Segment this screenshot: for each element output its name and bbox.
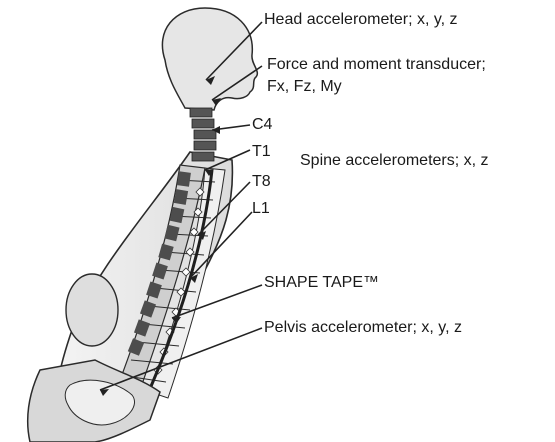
label-spine-accelerometers: Spine accelerometers; x, z (300, 151, 489, 170)
label-t8: T8 (252, 172, 271, 191)
label-force-moment-transducer: Force and moment transducer; (267, 55, 486, 74)
label-t1: T1 (252, 142, 271, 161)
label-l1: L1 (252, 199, 270, 218)
label-head-accelerometer: Head accelerometer; x, y, z (264, 10, 458, 29)
abdomen-shape (66, 274, 118, 346)
head-outline (162, 8, 257, 110)
label-transducer-channels: Fx, Fz, My (267, 77, 342, 96)
cervical-spine (190, 108, 216, 161)
label-pelvis-accelerometer: Pelvis accelerometer; x, y, z (264, 318, 462, 337)
label-c4: C4 (252, 115, 272, 134)
label-shape-tape: SHAPE TAPE™ (264, 273, 379, 292)
